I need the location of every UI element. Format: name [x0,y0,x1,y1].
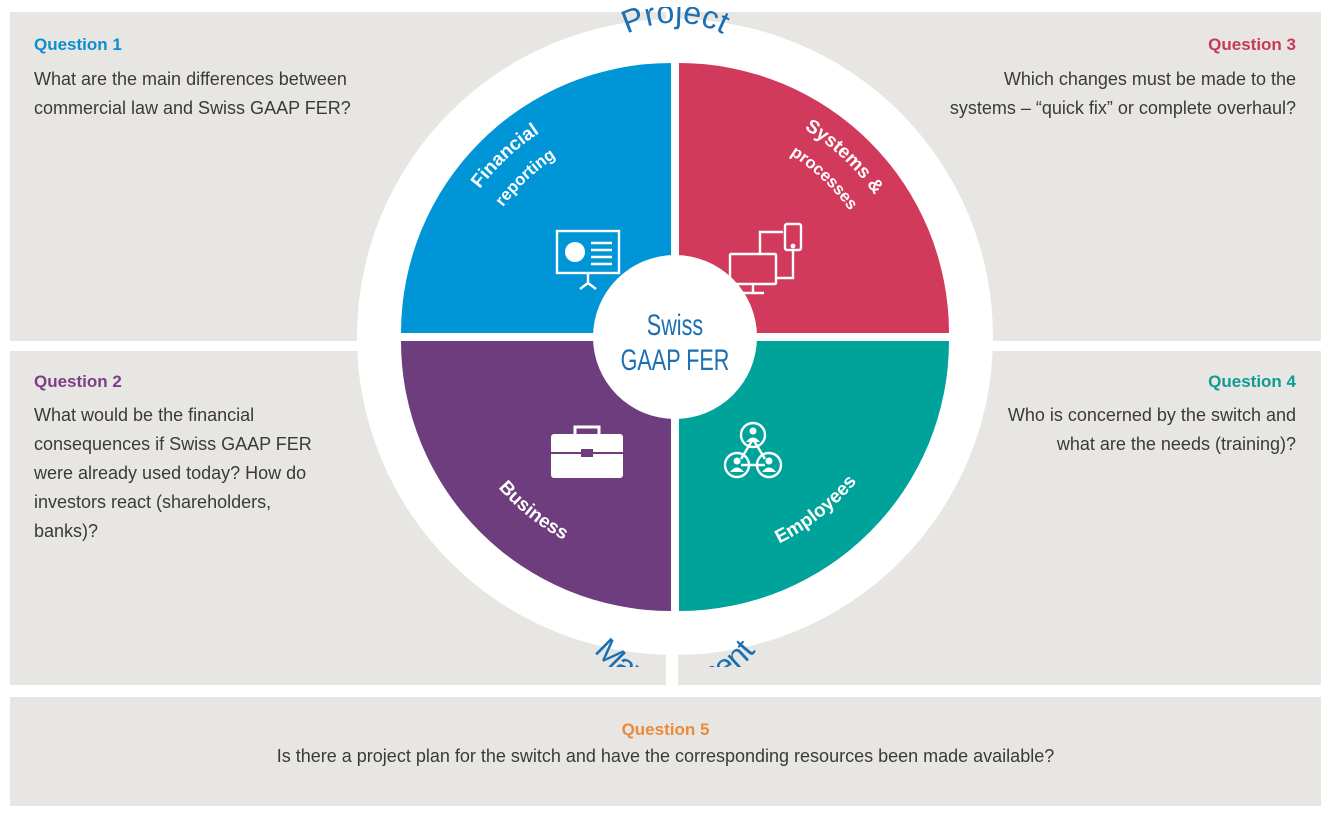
question-3-text: Which changes must be made to the system… [949,69,1296,118]
question-3-heading: Question 3 [1208,35,1296,54]
center-label-line2: GAAP FER [621,342,730,376]
segment-employees [679,341,949,611]
question-5-text: Is there a project plan for the switch a… [276,746,1055,766]
people-network-icon [723,421,783,479]
devices-icon [728,222,803,295]
presentation-board-icon [555,229,621,290]
question-1-text: What are the main differences between co… [34,69,351,118]
center-label-line1: Swiss [647,307,703,341]
question-2-text: What would be the financial consequences… [34,405,312,541]
question-5-heading: Question 5 [621,720,710,739]
center-hub [593,255,757,419]
swiss-gaap-fer-wheel: Swiss GAAP FER Project Management Financ… [357,7,993,667]
segment-systems-processes [679,63,949,333]
question-5-panel: Question 5 Is there a project plan for t… [10,697,1321,806]
question-1-heading: Question 1 [34,35,122,54]
briefcase-icon [551,425,623,478]
question-4-heading: Question 4 [1208,372,1296,391]
question-4-text: Who is concerned by the switch and what … [1007,405,1296,454]
segment-financial-reporting [401,63,671,333]
question-2-heading: Question 2 [34,372,122,391]
segment-business [401,341,671,611]
